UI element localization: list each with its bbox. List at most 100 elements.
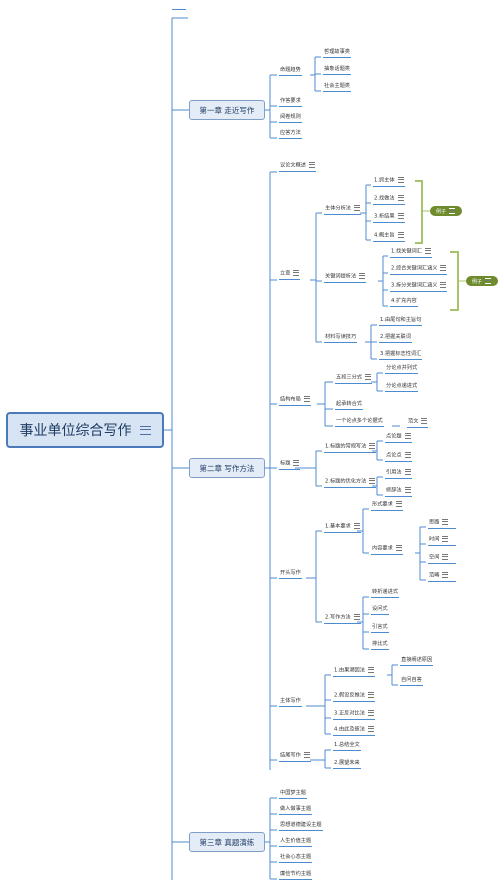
notes-icon[interactable] [442, 554, 449, 560]
topic-fanwen[interactable]: 范文 [407, 418, 429, 428]
topic-liyi[interactable]: 立意 [279, 270, 301, 280]
notes-icon[interactable] [397, 232, 404, 238]
topic-zhuti-item[interactable]: 1.抓主体 [373, 177, 405, 187]
topic-zhenti-item[interactable]: 社会心态主题 [279, 854, 313, 863]
notes-icon[interactable] [404, 469, 411, 475]
notes-icon[interactable] [369, 443, 376, 449]
topic-mingti-item[interactable]: 抽象话题类 [323, 66, 351, 75]
topic-yige[interactable]: 一个论点多个论据式 [335, 418, 384, 427]
topic-guanjian-item[interactable]: 4.扩充内容 [390, 298, 418, 307]
topic-cailiao-item[interactable]: 2.把握关联词 [379, 334, 412, 343]
topic-neirong-item[interactable]: 空间 [428, 554, 456, 564]
notes-icon[interactable] [395, 545, 402, 551]
notes-icon[interactable] [421, 418, 428, 424]
notes-icon[interactable] [308, 162, 315, 168]
topic-jiben[interactable]: 1.基本要求 [324, 523, 361, 533]
notes-icon[interactable] [442, 519, 449, 525]
topic-youguo-item[interactable]: 直接阐述原因 [400, 657, 434, 666]
topic-zhuti-xiezuo-item[interactable]: 3.正反对比法 [333, 710, 375, 720]
topic-biaoti-1[interactable]: 1.标题的常规写法 [324, 443, 377, 453]
topic-xiezuo-item[interactable]: 设问式 [371, 606, 389, 615]
notes-icon[interactable] [395, 501, 402, 507]
topic-xiezuo[interactable]: 2.写作方法 [324, 614, 361, 624]
topic-zhuti-item[interactable]: 4.概主旨 [373, 232, 405, 242]
topic-zhuti-xiezuo[interactable]: 主体写作 [279, 698, 302, 707]
chapter-1-topic[interactable]: 第一章 走近写作 [189, 100, 265, 120]
topic-wuduan-item[interactable]: 分论点递进式 [385, 383, 419, 392]
notes-icon[interactable] [367, 726, 374, 732]
topic-jiewei[interactable]: 结尾写作 [279, 752, 311, 762]
notes-icon[interactable] [440, 282, 447, 288]
example-tag[interactable]: 例子 [466, 276, 498, 286]
topic-beikao[interactable]: 应答方法 [279, 130, 302, 139]
topic-wuduan[interactable]: 五段三分式 [335, 374, 372, 384]
topic-zhuti-item[interactable]: 2.找做法 [373, 195, 405, 205]
topic-biaoti-2-item[interactable]: 修辞法 [385, 487, 412, 497]
notes-icon[interactable] [442, 572, 449, 578]
notes-icon[interactable] [293, 270, 300, 276]
notes-icon[interactable] [353, 523, 360, 529]
topic-xiezuo-item[interactable]: 排比式 [371, 641, 389, 650]
topic-cailiao-item[interactable]: 3.把握标志性词汇 [379, 351, 423, 360]
notes-icon[interactable] [139, 425, 151, 435]
root-topic[interactable]: 事业单位综合写作 [6, 412, 164, 448]
topic-mingti[interactable]: 命题趋势 [279, 67, 302, 76]
example-tag[interactable]: 例子 [430, 206, 462, 216]
notes-icon[interactable] [364, 374, 371, 380]
notes-icon[interactable] [442, 536, 449, 542]
chapter-3-topic[interactable]: 第三章 真题演练 [189, 832, 265, 852]
notes-icon[interactable] [404, 487, 411, 493]
notes-icon[interactable] [367, 692, 374, 698]
topic-yilun[interactable]: 议论文概述 [279, 162, 316, 172]
notes-icon[interactable] [404, 433, 411, 439]
topic-jiewei-item[interactable]: 1.总结全文 [333, 742, 361, 751]
notes-icon[interactable] [359, 273, 366, 279]
topic-jiewei-item[interactable]: 2.展望未来 [333, 760, 361, 769]
notes-icon[interactable] [293, 460, 300, 466]
topic-zhenti-item[interactable]: 廉俭节约主题 [279, 871, 313, 880]
topic-neirong[interactable]: 内容要求 [371, 545, 403, 555]
notes-icon[interactable] [485, 278, 492, 284]
notes-icon[interactable] [353, 205, 360, 211]
topic-mingti-item[interactable]: 社会主题类 [323, 83, 351, 92]
notes-icon[interactable] [397, 177, 404, 183]
topic-mingti-item[interactable]: 哲理故事类 [323, 49, 351, 58]
notes-icon[interactable] [367, 667, 374, 673]
notes-icon[interactable] [424, 248, 431, 254]
notes-icon[interactable] [369, 478, 376, 484]
topic-kaitou[interactable]: 开头写作 [279, 570, 302, 579]
topic-neirong-item[interactable]: 范畴 [428, 572, 456, 582]
topic-zhuti-xiezuo-item[interactable]: 1.由果溯因法 [333, 667, 375, 677]
topic-cailiao[interactable]: 材料写读技巧 [324, 334, 358, 343]
topic-xingshi[interactable]: 形式要求 [371, 501, 403, 511]
topic-zhuti-fenxi[interactable]: 主体分析法 [324, 205, 361, 215]
notes-icon[interactable] [440, 265, 447, 271]
topic-zhuti-xiezuo-item[interactable]: 4.由此及彼法 [333, 726, 375, 736]
chapter-2-topic[interactable]: 第二章 写作方法 [189, 458, 265, 478]
notes-icon[interactable] [404, 452, 411, 458]
topic-qicheng[interactable]: 起承转合式 [335, 401, 363, 410]
topic-zuoda[interactable]: 作答要求 [279, 98, 302, 107]
topic-guanjian-item[interactable]: 3.拆分关键词汇涵义 [390, 282, 448, 292]
notes-icon[interactable] [397, 195, 404, 201]
empty-topic[interactable] [172, 9, 186, 10]
notes-icon[interactable] [449, 208, 456, 214]
topic-cailiao-item[interactable]: 1.由尾句和主旨句 [379, 317, 423, 326]
topic-xiezuo-item[interactable]: 引言式 [371, 624, 389, 633]
topic-biaoti-2[interactable]: 2.标题的优化方法 [324, 478, 377, 488]
notes-icon[interactable] [303, 752, 310, 758]
topic-neirong-item[interactable]: 思路 [428, 519, 456, 529]
topic-zhuti-item[interactable]: 3.析结果 [373, 213, 405, 223]
topic-youguo-item[interactable]: 自问自答 [400, 677, 423, 686]
topic-guanjian-item[interactable]: 1.找关键词汇 [390, 248, 432, 258]
topic-biaoti-1-item[interactable]: 点论点 [385, 452, 412, 462]
topic-zhenti-item[interactable]: 中国梦主题 [279, 790, 307, 799]
topic-jiegou[interactable]: 结构布局 [279, 396, 311, 406]
topic-guanjian-item[interactable]: 2.综合关键词汇涵义 [390, 265, 448, 275]
notes-icon[interactable] [367, 710, 374, 716]
topic-biaoti[interactable]: 标题 [279, 460, 301, 470]
topic-xiezuo-item[interactable]: 转折递进式 [371, 589, 399, 598]
topic-zhenti-item[interactable]: 人生价值主题 [279, 838, 313, 847]
topic-zhuti-xiezuo-item[interactable]: 2.假设反推法 [333, 692, 375, 702]
topic-biaoti-2-item[interactable]: 引用法 [385, 469, 412, 479]
